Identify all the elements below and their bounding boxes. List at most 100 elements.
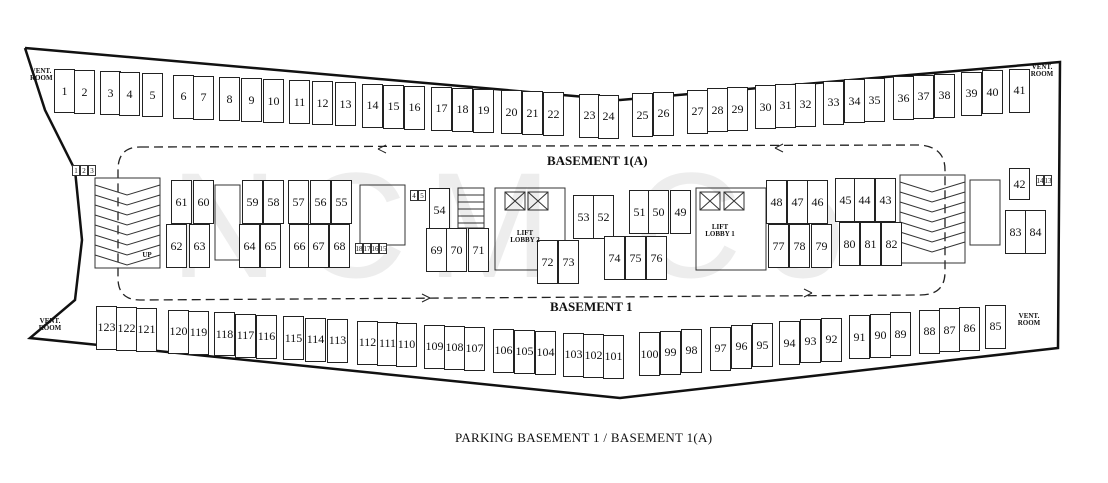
small-parking-slot: 17 bbox=[363, 243, 371, 254]
parking-slot: 48 bbox=[766, 180, 787, 224]
parking-slot: 15 bbox=[383, 84, 404, 129]
parking-slot: 110 bbox=[396, 322, 417, 367]
parking-slot: 87 bbox=[939, 308, 960, 353]
parking-slot: 115 bbox=[283, 316, 304, 361]
ramp-left bbox=[94, 177, 161, 269]
parking-slot: 103 bbox=[563, 332, 584, 377]
parking-slot: 116 bbox=[256, 314, 277, 359]
parking-slot: 111 bbox=[377, 321, 398, 366]
arrow-left-top bbox=[377, 144, 387, 154]
parking-slot: 45 bbox=[835, 178, 856, 222]
parking-slot: 92 bbox=[821, 317, 842, 362]
parking-slot: 32 bbox=[795, 82, 816, 127]
label-basement-1a: BASEMENT 1(A) bbox=[545, 153, 650, 169]
parking-slot: 93 bbox=[800, 319, 821, 364]
parking-slot: 16 bbox=[404, 85, 425, 130]
parking-slot: 18 bbox=[452, 87, 473, 132]
label-lift-lobby-2: LIFT LOBBY 2 bbox=[510, 229, 540, 244]
parking-slot: 52 bbox=[593, 195, 614, 239]
outer-wall bbox=[23, 46, 1062, 400]
parking-slot: 10 bbox=[263, 79, 284, 124]
small-parking-slot: 3 bbox=[88, 165, 96, 176]
parking-slot: 123 bbox=[96, 305, 117, 350]
parking-slot: 39 bbox=[961, 71, 982, 116]
parking-slot: 67 bbox=[308, 224, 329, 268]
parking-slot: 19 bbox=[473, 88, 494, 133]
small-parking-slot: 4 bbox=[410, 190, 418, 201]
parking-slot: 49 bbox=[670, 190, 691, 234]
small-parking-slot: 18 bbox=[355, 243, 363, 254]
parking-slot: 40 bbox=[982, 70, 1003, 115]
parking-slot: 11 bbox=[289, 80, 310, 125]
parking-slot: 72 bbox=[537, 240, 558, 284]
parking-slot: 33 bbox=[823, 80, 844, 125]
parking-slot: 100 bbox=[639, 332, 660, 377]
parking-slot: 57 bbox=[288, 180, 309, 224]
parking-slot: 112 bbox=[357, 320, 378, 365]
parking-slot: 25 bbox=[632, 93, 653, 138]
parking-slot: 105 bbox=[514, 329, 535, 374]
parking-slot: 34 bbox=[844, 79, 865, 124]
vent-room-top-left: VENT. ROOM bbox=[30, 67, 53, 82]
parking-slot: 80 bbox=[839, 222, 860, 266]
parking-slot: 78 bbox=[789, 224, 810, 268]
vent-room-bottom-right: VENT. ROOM bbox=[1017, 312, 1041, 327]
parking-slot: 35 bbox=[864, 78, 885, 123]
parking-slot: 60 bbox=[193, 180, 214, 224]
parking-slot: 69 bbox=[426, 228, 447, 272]
parking-slot: 104 bbox=[535, 330, 556, 375]
parking-slot: 77 bbox=[768, 224, 789, 268]
vent-room-bottom-left: VENT. ROOM bbox=[38, 317, 62, 332]
parking-slot: 58 bbox=[263, 180, 284, 224]
parking-slot: 55 bbox=[331, 180, 352, 224]
parking-slot: 31 bbox=[775, 83, 796, 128]
parking-slot: 90 bbox=[870, 313, 891, 358]
parking-slot: 79 bbox=[811, 224, 832, 268]
parking-slot: 120 bbox=[168, 309, 189, 354]
parking-slot: 73 bbox=[558, 240, 579, 284]
parking-slot: 44 bbox=[854, 178, 875, 222]
parking-slot: 63 bbox=[189, 224, 210, 268]
parking-slot: 118 bbox=[214, 312, 235, 357]
parking-slot: 76 bbox=[646, 236, 667, 280]
parking-slot: 46 bbox=[807, 180, 828, 224]
parking-slot: 5 bbox=[142, 73, 163, 118]
parking-slot: 101 bbox=[603, 334, 624, 379]
parking-slot: 3 bbox=[100, 71, 121, 116]
parking-slot: 37 bbox=[913, 74, 934, 119]
parking-slot: 89 bbox=[890, 312, 911, 357]
parking-slot: 23 bbox=[579, 93, 600, 138]
parking-slot: 85 bbox=[985, 304, 1006, 349]
parking-slot: 54 bbox=[429, 188, 450, 232]
parking-slot: 117 bbox=[235, 313, 256, 358]
parking-slot: 38 bbox=[934, 73, 955, 118]
parking-slot: 64 bbox=[239, 224, 260, 268]
parking-slot: 81 bbox=[860, 222, 881, 266]
parking-slot: 82 bbox=[881, 222, 902, 266]
parking-slot: 8 bbox=[219, 77, 240, 121]
parking-slot: 22 bbox=[543, 92, 564, 137]
parking-slot: 2 bbox=[74, 70, 95, 115]
parking-slot: 65 bbox=[260, 224, 281, 268]
parking-slot: 41 bbox=[1009, 68, 1030, 113]
parking-slot: 119 bbox=[188, 310, 209, 355]
parking-slot: 28 bbox=[707, 88, 728, 133]
parking-slot: 59 bbox=[242, 180, 263, 224]
parking-slot: 99 bbox=[660, 330, 681, 375]
small-parking-slot: 1 bbox=[72, 165, 80, 176]
parking-slot: 102 bbox=[583, 333, 604, 378]
drive-aisle-loop bbox=[117, 144, 946, 301]
parking-slot: 88 bbox=[919, 309, 940, 354]
parking-slot: 29 bbox=[727, 87, 748, 132]
arrow-right-bottom-2 bbox=[803, 288, 813, 298]
parking-slot: 4 bbox=[119, 72, 140, 117]
small-parking-slot: 2 bbox=[80, 165, 88, 176]
parking-slot: 84 bbox=[1025, 210, 1046, 254]
small-parking-slot: 14 bbox=[1036, 175, 1044, 186]
parking-slot: 7 bbox=[193, 75, 214, 120]
parking-slot: 27 bbox=[687, 89, 708, 134]
parking-slot: 94 bbox=[779, 321, 800, 366]
parking-slot: 86 bbox=[959, 306, 980, 351]
